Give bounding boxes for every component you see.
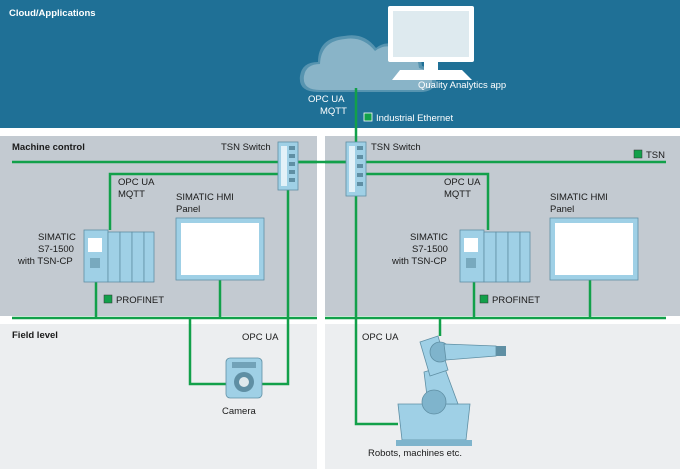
legend-swatch-profinet-left xyxy=(103,294,113,304)
left-legend-profinet: PROFINET xyxy=(116,295,164,306)
legend-industrial-ethernet: Industrial Ethernet xyxy=(376,113,453,124)
right-plc xyxy=(459,229,531,283)
right-hmi-panel xyxy=(549,217,639,281)
camera-label: Camera xyxy=(222,406,257,417)
camera-icon xyxy=(225,357,263,399)
legend-tsn: TSN xyxy=(646,150,665,161)
right-field-protocol: OPC UA xyxy=(362,332,399,343)
right-plc-model: S7-1500 xyxy=(412,244,448,255)
app-label: Quality Analytics app xyxy=(418,80,506,91)
left-hmi-name: SIMATIC HMI xyxy=(176,192,234,203)
left-tsn-switch xyxy=(277,141,299,191)
camera-opcua-link xyxy=(262,190,290,386)
right-hmi-name: SIMATIC HMI xyxy=(550,192,608,203)
zone-cloud-background xyxy=(0,0,680,128)
camera-profinet-link xyxy=(188,318,226,386)
right-plc-uplink xyxy=(366,172,490,230)
robot-opcua-link xyxy=(354,196,398,426)
network-links xyxy=(12,88,666,426)
left-protocol-opcua: OPC UA xyxy=(118,177,155,188)
robot-arm-icon xyxy=(396,335,506,446)
left-plc-variant: with TSN-CP xyxy=(17,256,73,267)
left-protocol-mqtt: MQTT xyxy=(118,189,145,200)
right-protocol-mqtt: MQTT xyxy=(444,189,471,200)
left-plc-name: SIMATIC xyxy=(38,232,76,243)
legend-swatch-industrial-ethernet xyxy=(363,112,373,122)
right-plc-name: SIMATIC xyxy=(410,232,448,243)
zone-title-machine-control: Machine control xyxy=(12,142,85,153)
legend-swatch-tsn xyxy=(633,149,643,159)
monitor-icon xyxy=(388,6,474,80)
left-hmi-panel xyxy=(175,217,265,281)
zone-title-cloud: Cloud/Applications xyxy=(9,8,96,19)
right-hmi-type: Panel xyxy=(550,204,574,215)
zone-field-level-left xyxy=(0,324,317,469)
left-hmi-type: Panel xyxy=(176,204,200,215)
right-protocol-opcua: OPC UA xyxy=(444,177,481,188)
right-switch-label: TSN Switch xyxy=(371,142,421,153)
left-field-protocol: OPC UA xyxy=(242,332,279,343)
robot-label: Robots, machines etc. xyxy=(368,448,462,459)
zone-title-field-level: Field level xyxy=(12,330,58,341)
cloud-protocol-opcua: OPC UA xyxy=(308,94,345,105)
left-plc-uplink xyxy=(108,172,278,230)
right-tsn-switch xyxy=(345,141,367,197)
legend-swatch-profinet-right xyxy=(479,294,489,304)
cloud-protocol-mqtt: MQTT xyxy=(320,106,347,117)
right-plc-variant: with TSN-CP xyxy=(391,256,447,267)
left-plc xyxy=(83,229,155,283)
left-switch-label: TSN Switch xyxy=(221,142,271,153)
right-legend-profinet: PROFINET xyxy=(492,295,540,306)
left-plc-model: S7-1500 xyxy=(38,244,74,255)
